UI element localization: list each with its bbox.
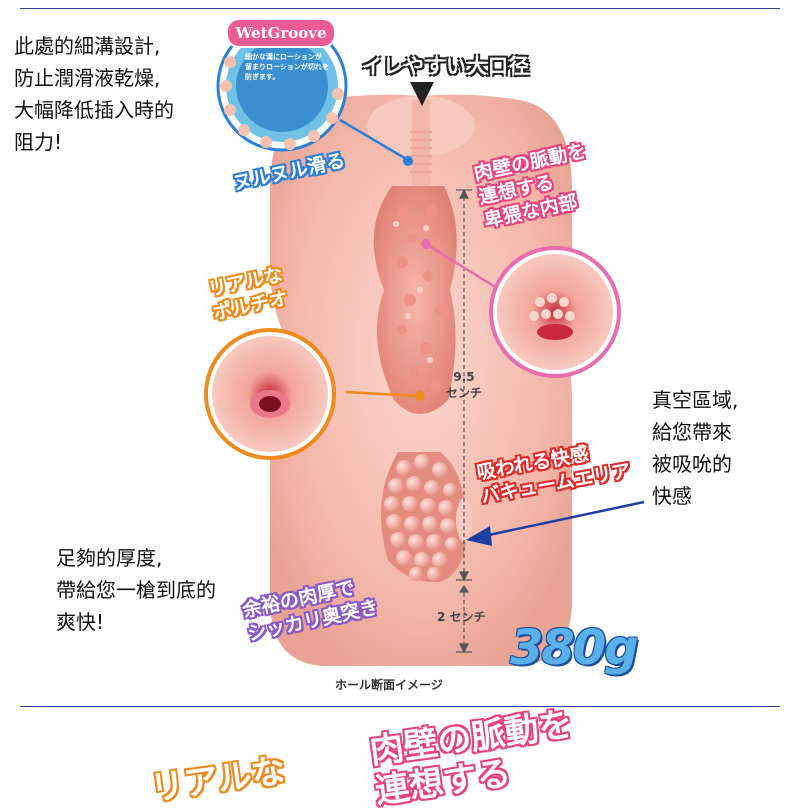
depth-measure-line — [456, 188, 472, 654]
thickness-note: 足夠的厚度, 帶給您一槍到底的 爽快! — [56, 546, 216, 634]
wetgroove-badge: WetGroove — [226, 18, 336, 48]
opening-ridges — [367, 96, 475, 186]
opening-arrow — [410, 82, 434, 106]
pulse-heading-large: 肉壁の脈動を 連想する — [367, 704, 576, 812]
depth-measurement: 9.5 センチ — [446, 370, 483, 400]
groove-note: 此處的細溝設計, 防止潤滑液乾燥, 大幅降低插入時的 阻力! — [14, 34, 174, 154]
bottom-divider — [20, 706, 780, 707]
inner-wall-inset — [421, 239, 621, 378]
opening-label: イレやすい大口径 — [362, 54, 530, 78]
vacuum-pointer — [466, 500, 645, 546]
top-divider — [20, 8, 780, 9]
wall-measurement: 2 センチ — [437, 610, 486, 624]
inner-canal-upper — [373, 186, 457, 414]
wetgroove-description: 細かな溝にローションが 留まりローションが切れを 防ぎます。 — [245, 53, 329, 81]
vacuum-note: 真空區域, 給您帶來 被吸吮的 快感 — [652, 388, 739, 508]
portio-inset — [204, 328, 425, 460]
product-cross-section-illustration — [204, 20, 645, 666]
cross-section-caption: ホール断面イメージ — [335, 678, 443, 692]
vacuum-chamber — [380, 452, 472, 583]
weight-badge: 380g — [510, 620, 639, 676]
portio-heading-large: リアルな — [147, 750, 288, 810]
